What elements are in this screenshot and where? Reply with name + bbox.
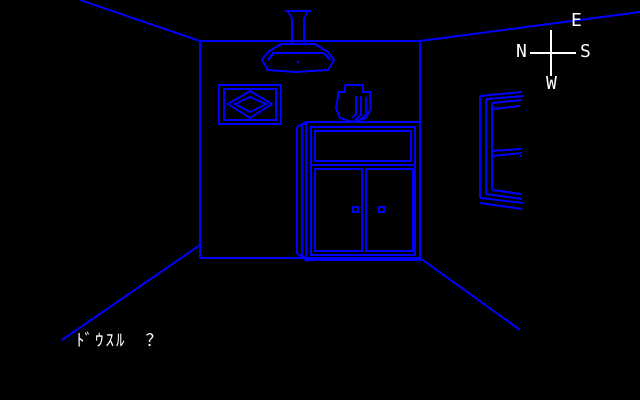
shelf-board-middle-2 xyxy=(491,152,523,157)
compass-label-north: N xyxy=(516,41,527,62)
cabinet-drawer xyxy=(314,130,412,162)
vase-rim-left xyxy=(337,85,346,97)
floor-edge-left xyxy=(61,244,201,341)
shelf-board-bottom-1 xyxy=(491,189,522,195)
cabinet-door-right xyxy=(365,168,414,252)
shelf-middle-end-dot xyxy=(520,155,522,157)
compass-cross xyxy=(530,30,576,76)
vase-handle-shade-1 xyxy=(351,96,357,119)
ceiling-edge-right xyxy=(419,11,640,42)
shelf-board-top-3 xyxy=(491,99,523,104)
cabinet-outer-box xyxy=(305,121,421,261)
shelf-board-middle-1 xyxy=(491,148,522,152)
lamp-bulb-dot xyxy=(297,61,299,63)
picture-outer-frame xyxy=(218,84,282,125)
vase-handle-shade-2 xyxy=(354,96,362,121)
shelf-board-top-2 xyxy=(485,95,525,100)
picture-inner-frame xyxy=(223,88,277,121)
cabinet-knob-left[interactable] xyxy=(352,206,359,213)
cabinet-door-left xyxy=(314,168,363,252)
picture-diamond-inner xyxy=(232,95,269,114)
shelf-unit xyxy=(479,91,525,210)
compass-label-west: W xyxy=(546,73,557,94)
shelf-board-bottom-3 xyxy=(479,197,524,204)
lamp-mount-right xyxy=(304,10,309,18)
cabinet xyxy=(296,121,421,262)
wall-picture xyxy=(218,84,282,125)
ceiling-lamp xyxy=(260,10,336,74)
vase-handle-shade-3 xyxy=(358,97,367,122)
shelf-board-bottom-2 xyxy=(485,193,523,200)
lamp-shade-rim-right xyxy=(323,52,331,61)
lamp-shade-rim xyxy=(267,52,275,61)
lamp-shade-body xyxy=(260,43,336,74)
shelf-board-top-4 xyxy=(491,105,521,110)
command-prompt-text: ﾄﾞｳｽﾙ ？ xyxy=(76,331,165,351)
compass-label-south: S xyxy=(580,41,591,62)
cabinet-inner-box xyxy=(310,126,416,256)
shelf-board-top-1 xyxy=(479,91,523,97)
ceiling-edge-left xyxy=(79,0,201,42)
compass-label-east: E xyxy=(571,10,582,31)
vase-rim xyxy=(345,84,371,97)
vase xyxy=(334,84,373,124)
floor-edge-right xyxy=(419,257,521,331)
picture-diamond xyxy=(226,89,274,120)
shelf-board-bottom-4 xyxy=(479,202,523,210)
cabinet-knob-right[interactable] xyxy=(378,206,385,213)
lamp-mount-left xyxy=(287,10,292,18)
